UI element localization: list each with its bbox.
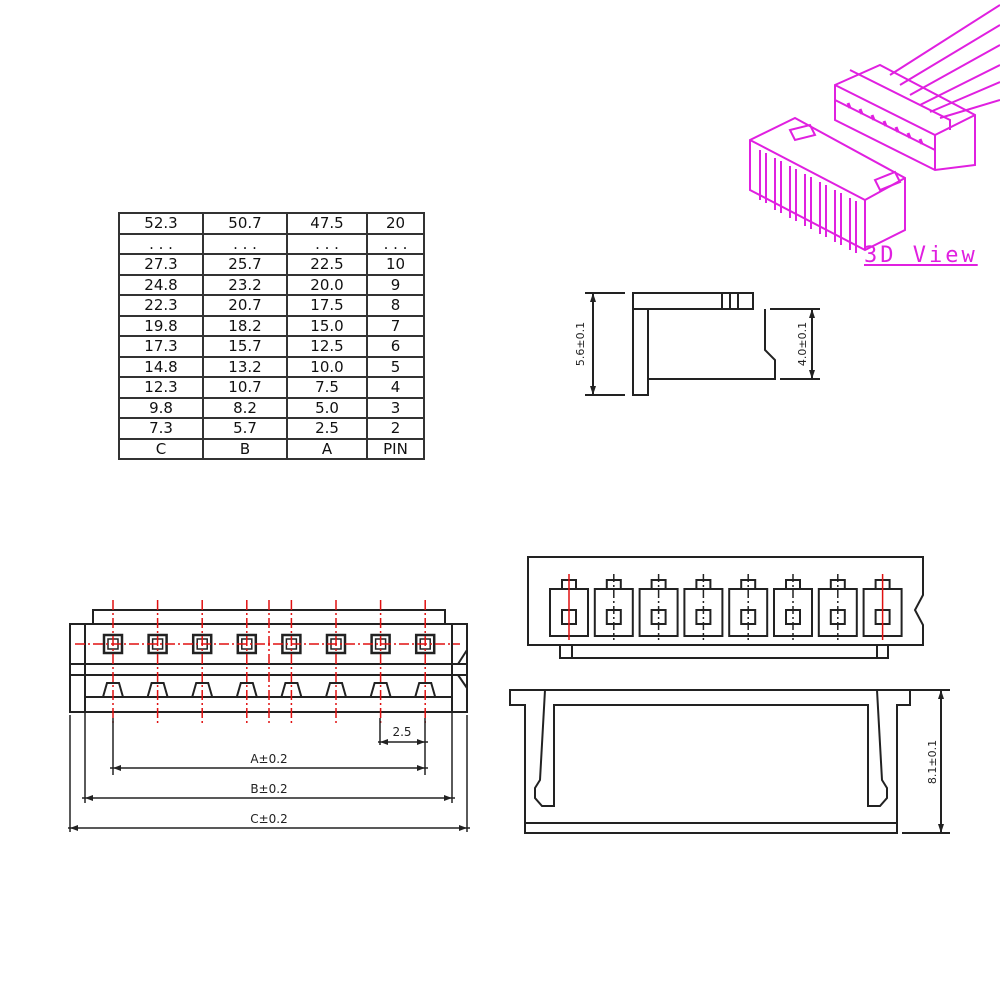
pin-contact <box>191 600 214 725</box>
table-cell: 10.0 <box>286 355 368 378</box>
pin-cavity <box>817 574 858 640</box>
table-cell: 19.8 <box>118 314 204 337</box>
pin-cavity <box>593 574 634 640</box>
table-cell: 9.8 <box>118 396 204 419</box>
dim-b-label: B±0.2 <box>250 782 287 796</box>
table-header-cell: A <box>286 437 368 460</box>
table-cell: 50.7 <box>202 212 288 235</box>
table-header-cell: B <box>202 437 288 460</box>
table-cell: 7.5 <box>286 376 368 399</box>
table-cell: 15.7 <box>202 335 288 358</box>
table-cell: 47.5 <box>286 212 368 235</box>
pin-contact <box>280 600 303 725</box>
table-cell: . . . <box>118 232 204 255</box>
table-cell: 9 <box>366 273 425 296</box>
table-cell: 17.5 <box>286 294 368 317</box>
pitch-label: 2.5 <box>392 725 411 739</box>
table-cell: 12.5 <box>286 335 368 358</box>
housing-section-drawing: 8.1±0.1 <box>509 689 950 834</box>
pin-cavity <box>549 574 589 640</box>
table-cell: 6 <box>366 335 425 358</box>
table-cell: 8.2 <box>202 396 288 419</box>
table-cell: 23.2 <box>202 273 288 296</box>
pin-contact <box>414 600 437 725</box>
top-cavity-array <box>549 574 903 640</box>
table-cell: 7.3 <box>118 417 204 440</box>
table-cell: 25.7 <box>202 253 288 276</box>
housing-height-label: 8.1±0.1 <box>926 740 939 784</box>
table-header-cell: C <box>118 437 204 460</box>
3d-view-label: 3D View <box>864 243 978 268</box>
height-body-label: 4.0±0.1 <box>796 322 809 366</box>
table-cell: 2 <box>366 417 425 440</box>
height-total-label: 5.6±0.1 <box>574 322 587 366</box>
table-cell: 5.7 <box>202 417 288 440</box>
table-cell: . . . <box>286 232 368 255</box>
table-cell: 20 <box>366 212 425 235</box>
pin-cavity <box>683 574 724 640</box>
pin-cavity <box>773 574 813 640</box>
table-cell: 10 <box>366 253 425 276</box>
pin-contact <box>369 600 392 725</box>
pin-cavity <box>638 574 679 640</box>
table-cell: 5 <box>366 355 425 378</box>
table-cell: 22.3 <box>118 294 204 317</box>
table-cell: 3 <box>366 396 425 419</box>
table-cell: 7 <box>366 314 425 337</box>
table-cell: 20.7 <box>202 294 288 317</box>
table-cell: 10.7 <box>202 376 288 399</box>
dim-a-label: A±0.2 <box>250 752 287 766</box>
dim-c-label: C±0.2 <box>250 812 288 826</box>
table-cell: 4 <box>366 376 425 399</box>
table-cell: 12.3 <box>118 376 204 399</box>
table-cell: 20.0 <box>286 273 368 296</box>
table-cell: 27.3 <box>118 253 204 276</box>
pin-contact <box>102 600 124 725</box>
table-cell: 22.5 <box>286 253 368 276</box>
pin-contact <box>325 600 347 725</box>
top-view-drawing <box>527 556 924 659</box>
side-view-drawing: 5.6±0.1 4.0±0.1 <box>574 292 820 396</box>
table-cell: 52.3 <box>118 212 204 235</box>
table-cell: 14.8 <box>118 355 204 378</box>
3d-view-drawing <box>749 4 1000 253</box>
table-header-cell: PIN <box>366 437 425 460</box>
table-cell: 8 <box>366 294 425 317</box>
table-cell: 24.8 <box>118 273 204 296</box>
table-cell: 18.2 <box>202 314 288 337</box>
table-row: . . .. . .. . .. . . <box>118 232 425 255</box>
front-view-drawing: 2.5 A±0.2 B±0.2 C±0.2 <box>68 600 470 832</box>
table-cell: 13.2 <box>202 355 288 378</box>
table-cell: . . . <box>202 232 288 255</box>
pin-cavity <box>728 574 769 640</box>
table-cell: 17.3 <box>118 335 204 358</box>
table-cell: 15.0 <box>286 314 368 337</box>
table-cell: 2.5 <box>286 417 368 440</box>
table-cell: . . . <box>366 232 425 255</box>
pin-cavity <box>862 574 903 640</box>
pin-contact <box>146 600 169 725</box>
pin-contact <box>235 600 258 725</box>
table-cell: 5.0 <box>286 396 368 419</box>
